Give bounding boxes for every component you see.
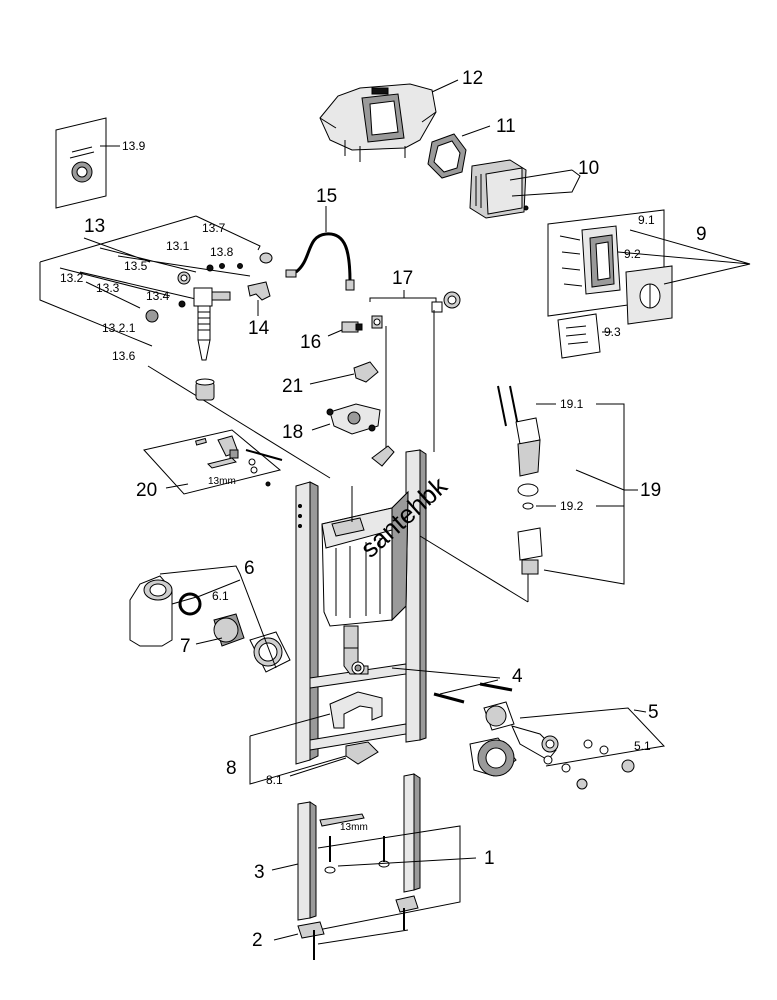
leader-19 [536,403,625,585]
part-15-flexible-hose [285,232,355,291]
leader-6 [159,565,277,669]
label-13-1: 13.1 [166,239,190,253]
label-16: 16 [300,332,321,353]
label-17: 17 [392,268,413,289]
label-6: 6 [244,558,255,579]
part-13-fill-valve [145,252,273,401]
part-18-cistern-frame-bracket [326,403,381,435]
part-16-angle-valve [341,321,363,333]
part-10-inspection-box [469,159,529,219]
part-6-1-seal [178,592,202,616]
leader-4 [391,667,501,695]
part-4-flush-pipe [433,682,515,731]
leader-21 [309,373,355,385]
part-19-flush-valve [497,385,543,602]
part-20-fixing-set [143,429,283,495]
label-19-1: 19.1 [560,397,584,411]
leader-5 [519,707,666,767]
label-1: 1 [484,848,495,869]
label-13-2: 13.2 [60,271,84,285]
label-8-1: 8.1 [266,773,283,787]
leader-frame-dash2 [419,535,529,603]
leader-12 [431,79,459,93]
leader-7 [195,637,223,645]
part-12-cistern-cover [319,83,437,162]
part-17-connector-set [371,291,461,329]
leader-18 [311,423,331,431]
label-14: 14 [248,318,270,339]
leader-8-1 [289,757,347,777]
leader-3 [271,863,299,871]
part-13-9-instruction-booklet [55,117,107,209]
leader-13-bracket [39,215,261,347]
label-13: 13 [84,216,105,237]
part-1-fixing-set [319,813,390,874]
label-10: 10 [578,158,599,179]
part-5-1-fixing-pegs [543,739,635,790]
part-9-flush-plate [547,209,673,359]
label-13-8: 13.8 [210,245,234,259]
label-13-6: 13.6 [112,349,136,363]
leader-8 [249,713,347,785]
label-13-2-1: 13.2.1 [102,321,136,335]
label-4: 4 [512,666,523,687]
label-2: 2 [252,930,263,951]
mounting-frame [295,445,427,765]
part-14-clip [247,281,271,301]
label-21: 21 [282,376,303,397]
leader-16 [327,329,343,337]
part-11-gasket-frame [427,133,467,179]
label-3: 3 [254,862,265,883]
part-3-extension-legs [297,773,421,921]
leader-11 [461,125,491,137]
part-5-drain-pipe [469,725,559,777]
label-5-1: 5.1 [634,739,651,753]
label-8: 8 [226,758,237,779]
label-13-3: 13.3 [96,281,120,295]
label-9: 9 [696,224,707,245]
label-18: 18 [282,422,303,443]
label-13-5: 13.5 [124,259,148,273]
label-12: 12 [462,68,483,89]
label-9-3: 9.3 [604,325,621,339]
leader-13-6 [147,365,331,479]
leader-9 [602,229,751,333]
label-19-2: 19.2 [560,499,584,513]
label-13-4: 13.4 [146,289,170,303]
label-20: 20 [136,480,157,501]
label-15: 15 [316,186,337,207]
label-13-9: 13.9 [122,139,146,153]
part-8-bowl-bracket [329,691,383,765]
leader-17 [369,290,437,302]
part-21-cable-clip [353,361,379,383]
label-11: 11 [496,116,516,137]
leader-17-drop [385,310,435,452]
label-9-2: 9.2 [624,247,641,261]
label-6-1: 6.1 [212,589,229,603]
label-13-7: 13.7 [202,221,226,235]
leader-13-sub [59,237,251,309]
label-7: 7 [180,636,191,657]
part-6-outlet-bend [129,575,173,647]
leader-10 [509,169,581,197]
leader-20 [165,483,189,489]
leader-2 [273,929,409,945]
part-2-floor-brackets [297,895,419,960]
label-19: 19 [640,480,661,501]
label-5: 5 [648,702,659,723]
label-1-wrench-size: 13mm [340,822,368,833]
label-9-1: 9.1 [638,213,655,227]
label-20-wrench-size: 13mm [208,476,236,487]
cistern-tank [321,490,409,675]
part-7-connector-sleeve [213,613,245,647]
leader-1 [317,825,477,931]
